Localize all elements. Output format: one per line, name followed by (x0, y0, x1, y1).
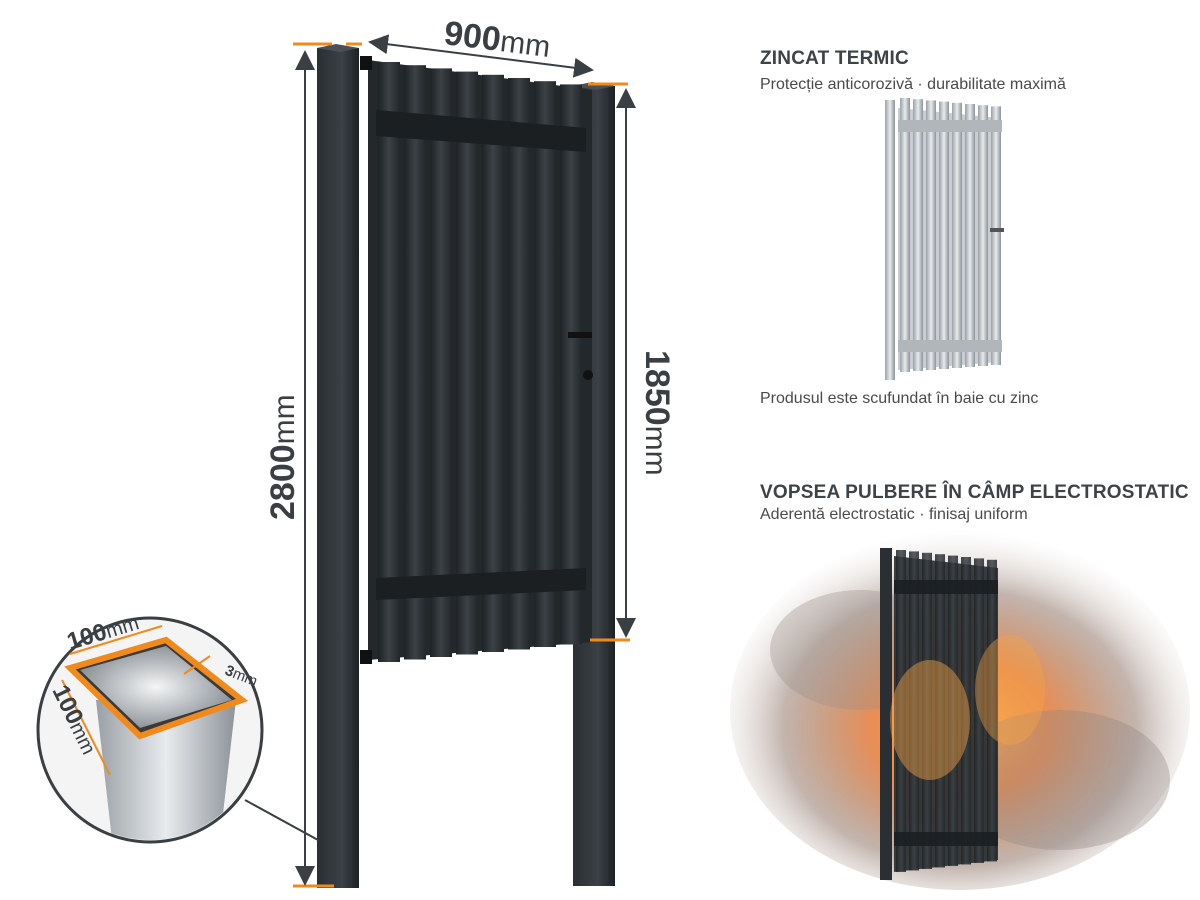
gate-slat (991, 106, 1001, 366)
left-post (317, 48, 359, 888)
gate-slat (965, 104, 975, 367)
gate-leaf (368, 60, 593, 662)
dimension-lines (244, 34, 636, 886)
gate-slat (896, 550, 906, 872)
gate-slat (961, 557, 971, 865)
gate-main (293, 42, 630, 888)
gate-height-label: 1850mm (638, 350, 676, 476)
bottom-rail (376, 568, 586, 600)
powder-coat-title: VOPSEA PULBERE ÎN CÂMP ELECTROSTATIC (760, 482, 1189, 503)
lock-cylinder (583, 370, 593, 380)
profile-inset: 100mm 100mm 3mm (36, 612, 264, 844)
gate-slat (913, 99, 923, 371)
gate-slat (978, 105, 988, 366)
gate-slat (935, 554, 945, 868)
gate-slat (922, 552, 932, 869)
gate-slat (952, 102, 962, 369)
gate-slat (456, 71, 478, 655)
hinge-top (360, 56, 372, 70)
gate-slat (987, 559, 997, 862)
gate-slat (900, 98, 910, 372)
gate-slat (482, 74, 504, 653)
post-height-label: 2800mm (264, 394, 302, 520)
powder-coat-image (730, 530, 1190, 890)
galvanized-gate-image (885, 98, 1004, 380)
gate-slat (508, 78, 530, 650)
gate-slat (926, 100, 936, 371)
gate-slat (939, 101, 949, 369)
gate-slat (430, 68, 452, 657)
gate-slat (404, 65, 426, 660)
galvanized-subtitle: Protecție anticorozivă · durabilitate ma… (760, 76, 1066, 93)
galvanized-caption: Produsul este scufundat în baie cu zinc (760, 390, 1039, 407)
gate-slat (534, 81, 556, 647)
gate-slat (909, 551, 919, 871)
hinge-bottom (360, 650, 372, 664)
gate-slat (378, 62, 400, 662)
width-dim-line (368, 34, 594, 78)
powder-coat-subtitle: Aderentă electrostatic · finisaj uniform (760, 506, 1028, 523)
gate-slat (948, 555, 958, 866)
top-rail (376, 110, 586, 152)
gate-slat (974, 558, 984, 863)
measure-accents (293, 42, 630, 888)
galvanized-title: ZINCAT TERMIC (760, 48, 909, 69)
gate-slat (560, 84, 582, 645)
inset-pointer-line (244, 799, 319, 841)
width-label: 900mm (442, 14, 553, 65)
door-handle (568, 332, 592, 338)
